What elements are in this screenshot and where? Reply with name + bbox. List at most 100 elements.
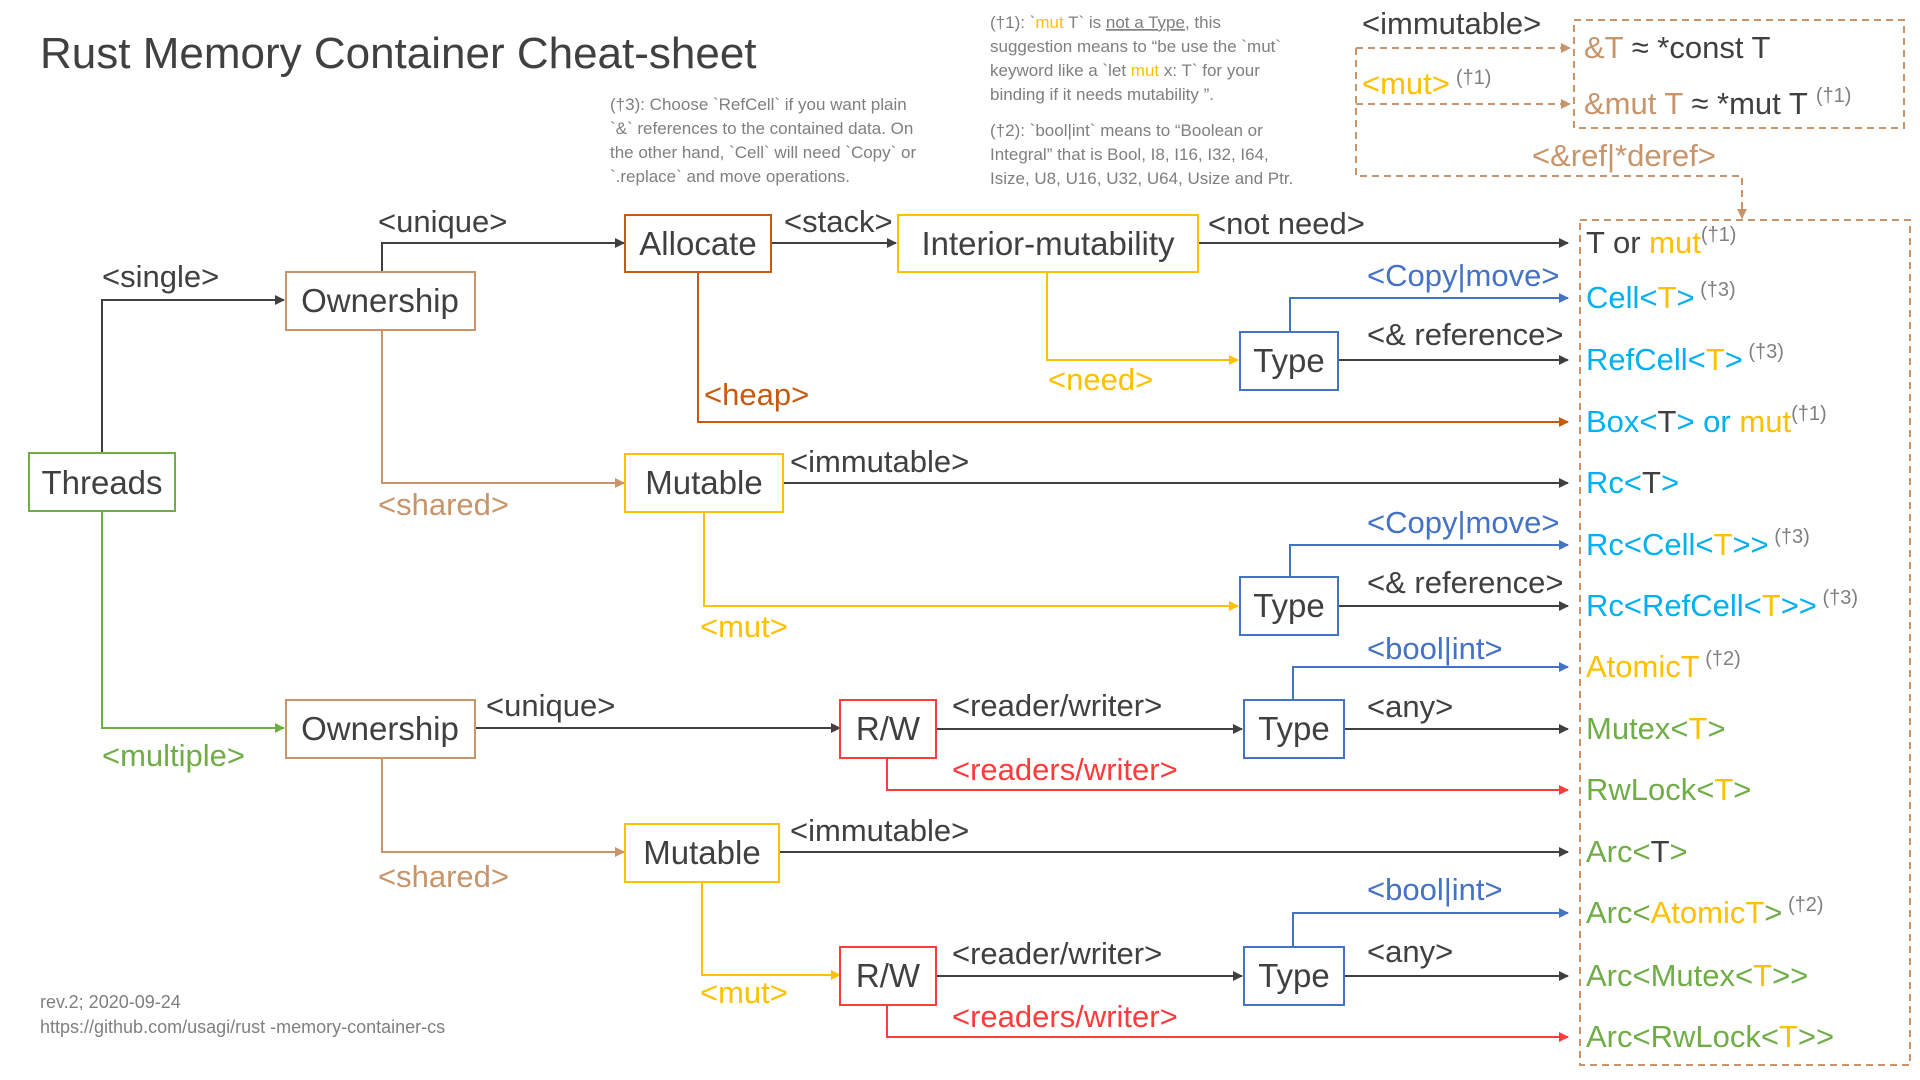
edge-copy-move-1 xyxy=(1289,293,1569,332)
label-heap: <heap> xyxy=(704,377,809,412)
node-rw-unique: R/W xyxy=(839,699,937,759)
svg-text:(†1): `mut T` is not a Type, t: (†1): `mut T` is not a Type, this xyxy=(990,13,1221,32)
node-threads: Threads xyxy=(28,452,176,512)
label-ref-1: <& reference> xyxy=(1367,317,1563,352)
ref-box xyxy=(1573,19,1905,129)
label-bool-int-2: <bool|int> xyxy=(1367,872,1503,907)
label-unique-2: <unique> xyxy=(486,688,615,723)
svg-text:binding if it needs mutability: binding if it needs mutability ”. xyxy=(990,85,1214,104)
svg-text:R/W: R/W xyxy=(856,710,921,747)
ref-deref-label: <&ref|*deref> xyxy=(1532,138,1716,173)
label-any-2: <any> xyxy=(1367,934,1453,969)
svg-text:(†2): `bool|int` means to “Boo: (†2): `bool|int` means to “Boolean or xyxy=(990,121,1263,140)
note-dagger1: (†1): `mut T` is not a Type, this sugges… xyxy=(990,13,1281,104)
node-allocate: Allocate xyxy=(624,214,772,273)
output-rwlock: RwLock<T> xyxy=(1586,772,1751,807)
node-mutable-multiple: Mutable xyxy=(624,823,780,883)
label-copy-move-2: <Copy|move> xyxy=(1367,505,1559,540)
node-type-interior: Type xyxy=(1239,331,1339,391)
label-shared-2: <shared> xyxy=(378,859,509,894)
output-rc-cell: Rc<Cell<T>> (†3) xyxy=(1586,526,1810,562)
label-need: <need> xyxy=(1048,362,1153,397)
edge-mut-2 xyxy=(701,882,841,980)
label-bool-int-1: <bool|int> xyxy=(1367,631,1503,666)
svg-text:Type: Type xyxy=(1253,342,1325,379)
node-rw-shared: R/W xyxy=(839,946,937,1006)
svg-text:Mutable: Mutable xyxy=(645,464,762,501)
svg-text:keyword like a `let mut x: T`: keyword like a `let mut x: T` for your xyxy=(990,61,1260,80)
ref-deref-arrow xyxy=(1355,48,1747,219)
node-interior-mutability: Interior-mutability xyxy=(897,214,1199,273)
edge-shared-2 xyxy=(381,758,625,857)
svg-text:Interior-mutability: Interior-mutability xyxy=(921,225,1175,262)
svg-text:Type: Type xyxy=(1253,587,1325,624)
output-refcell: RefCell<T> (†3) xyxy=(1586,341,1784,377)
output-arc-mutex: Arc<Mutex<T>> xyxy=(1586,958,1808,993)
ref-immutable-label: <immutable> xyxy=(1362,6,1541,41)
note-dagger2: (†2): `bool|int` means to “Boolean or In… xyxy=(990,121,1293,188)
output-arc: Arc<T> xyxy=(1586,834,1688,869)
output-t-or-mut: T or mut(†1) xyxy=(1586,224,1736,260)
svg-text:Type: Type xyxy=(1258,710,1330,747)
label-any-1: <any> xyxy=(1367,689,1453,724)
edge-readers-writer-1 xyxy=(886,758,1569,795)
svg-text:Allocate: Allocate xyxy=(639,225,756,262)
edge-mut-1 xyxy=(703,512,1239,611)
edge-single xyxy=(101,295,285,452)
edge-shared-1 xyxy=(381,330,625,488)
output-mutex: Mutex<T> xyxy=(1586,711,1726,746)
output-arc-atomic: Arc<AtomicT> (†2) xyxy=(1586,894,1824,930)
footer-url[interactable]: https://github.com/usagi/rust -memory-co… xyxy=(40,1017,445,1037)
edge-copy-move-2 xyxy=(1289,540,1569,578)
svg-text:suggestion means to “be use th: suggestion means to “be use the `mut` xyxy=(990,37,1281,56)
footer-revision: rev.2; 2020-09-24 xyxy=(40,992,181,1012)
label-multiple: <multiple> xyxy=(102,738,245,773)
svg-text:Mutable: Mutable xyxy=(643,834,760,871)
label-copy-move-1: <Copy|move> xyxy=(1367,258,1559,293)
ref-line-const: &T ≈ *const T xyxy=(1584,30,1771,65)
ref-line-mut: &mut T ≈ *mut T (†1) xyxy=(1584,85,1851,121)
output-box: Box<T> or mut(†1) xyxy=(1586,403,1827,439)
svg-text:`&` references to the containe: `&` references to the contained data. On xyxy=(610,119,913,138)
output-rc-refcell: Rc<RefCell<T>> (†3) xyxy=(1586,587,1858,623)
edge-multiple xyxy=(101,512,285,733)
label-readers-writer-2: <readers/writer> xyxy=(952,999,1178,1034)
label-single: <single> xyxy=(102,259,219,294)
label-reader-writer-1: <reader/writer> xyxy=(952,688,1162,723)
label-reader-writer-2: <reader/writer> xyxy=(952,936,1162,971)
node-ownership-multiple: Ownership xyxy=(285,699,476,759)
edge-unique-1 xyxy=(381,238,625,272)
note-dagger3: (†3): Choose `RefCell` if you want plain… xyxy=(610,95,916,186)
edge-bool-int-1 xyxy=(1292,662,1569,700)
node-type-mutable: Type xyxy=(1239,576,1339,636)
edge-heap xyxy=(697,272,1569,427)
svg-text:`.replace` and move operations: `.replace` and move operations. xyxy=(610,167,850,186)
svg-text:Isize, U8, U16, U32, U64, Usiz: Isize, U8, U16, U32, U64, Usize and Ptr. xyxy=(990,169,1293,188)
svg-text:(†3): Choose `RefCell` if you: (†3): Choose `RefCell` if you want plain xyxy=(610,95,907,114)
edge-bool-int-2 xyxy=(1292,908,1569,947)
svg-text:the other hand, `Cell` will ne: the other hand, `Cell` will need `Copy` … xyxy=(610,143,916,162)
label-immutable-2: <immutable> xyxy=(790,813,969,848)
reference-legend: <immutable> <mut>(†1) &T ≈ *const T &mut… xyxy=(1355,6,1905,219)
label-mut-1: <mut> xyxy=(700,609,788,644)
output-cell: Cell<T> (†3) xyxy=(1586,279,1736,315)
label-mut-2: <mut> xyxy=(700,975,788,1010)
node-type-unique: Type xyxy=(1243,699,1345,759)
edge-readers-writer-2 xyxy=(886,1005,1569,1042)
output-rc: Rc<T> xyxy=(1586,465,1679,500)
output-arc-rwlock: Arc<RwLock<T>> xyxy=(1586,1019,1834,1054)
label-not-need: <not need> xyxy=(1208,206,1365,241)
label-immutable-1: <immutable> xyxy=(790,444,969,479)
svg-text:Type: Type xyxy=(1258,957,1330,994)
page-title: Rust Memory Container Cheat-sheet xyxy=(40,29,757,78)
node-ownership-single: Ownership xyxy=(285,271,476,331)
label-stack: <stack> xyxy=(784,204,893,239)
svg-text:R/W: R/W xyxy=(856,957,921,994)
label-shared-1: <shared> xyxy=(378,487,509,522)
svg-text:Integral” that is Bool, I8, I1: Integral” that is Bool, I8, I16, I32, I6… xyxy=(990,145,1269,164)
svg-text:Ownership: Ownership xyxy=(301,710,459,747)
edge-need xyxy=(1046,272,1239,365)
ref-mut-label: <mut>(†1) xyxy=(1362,66,1491,101)
output-atomic: AtomicT (†2) xyxy=(1586,648,1741,684)
